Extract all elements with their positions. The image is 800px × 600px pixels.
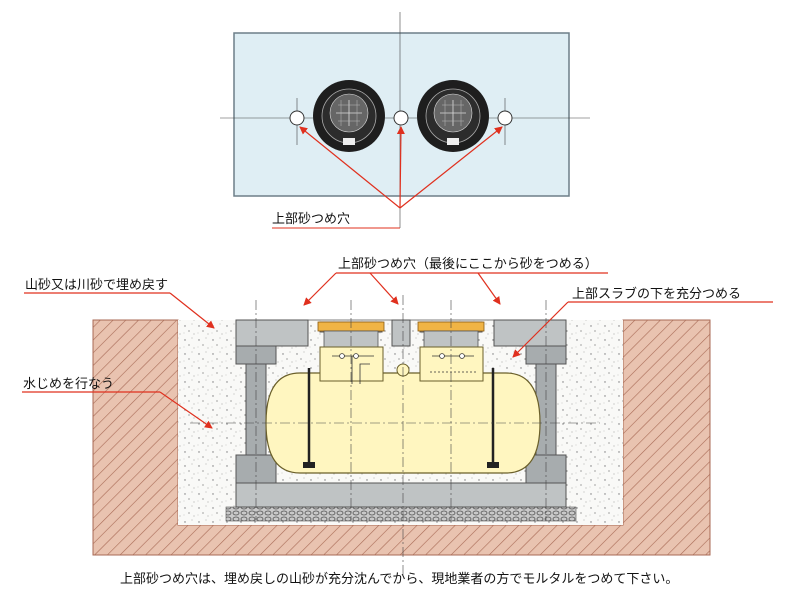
sand-hole-center — [393, 110, 409, 126]
section-view: 上部砂つめ穴（最後にここから砂をつめる） 山砂又は川砂で埋め戻す 上部スラブの下… — [22, 257, 773, 575]
sand-hole-left — [289, 110, 305, 126]
plan-view: 上部砂つめ穴 — [220, 12, 590, 229]
manhole-cover-left — [313, 80, 385, 152]
bottom-caption: 上部砂つめ穴は、埋め戻しの山砂が充分沈んでから、現地業者の方でモルタルをつめて下… — [120, 571, 678, 587]
label-backfill: 山砂又は川砂で埋め戻す — [25, 278, 168, 293]
bottom-slab — [235, 482, 567, 508]
riser-right — [419, 346, 484, 382]
section-centerlines — [190, 295, 600, 575]
label-holes-last: 上部砂つめ穴（最後にここから砂をつめる） — [338, 257, 598, 272]
plan-arrows — [299, 126, 503, 209]
tie-bands — [307, 368, 495, 465]
top-slab — [235, 319, 567, 347]
sand-hole-right — [497, 110, 513, 126]
gravel-base — [225, 506, 577, 522]
label-water: 水じめを行なう — [23, 377, 114, 392]
label-slab-fill: 上部スラブの下を充分つめる — [572, 286, 741, 302]
label-top-holes: 上部砂つめ穴 — [272, 212, 350, 227]
section-leaders — [22, 272, 773, 429]
riser-left — [319, 346, 384, 382]
manhole-cover-right — [417, 80, 489, 152]
